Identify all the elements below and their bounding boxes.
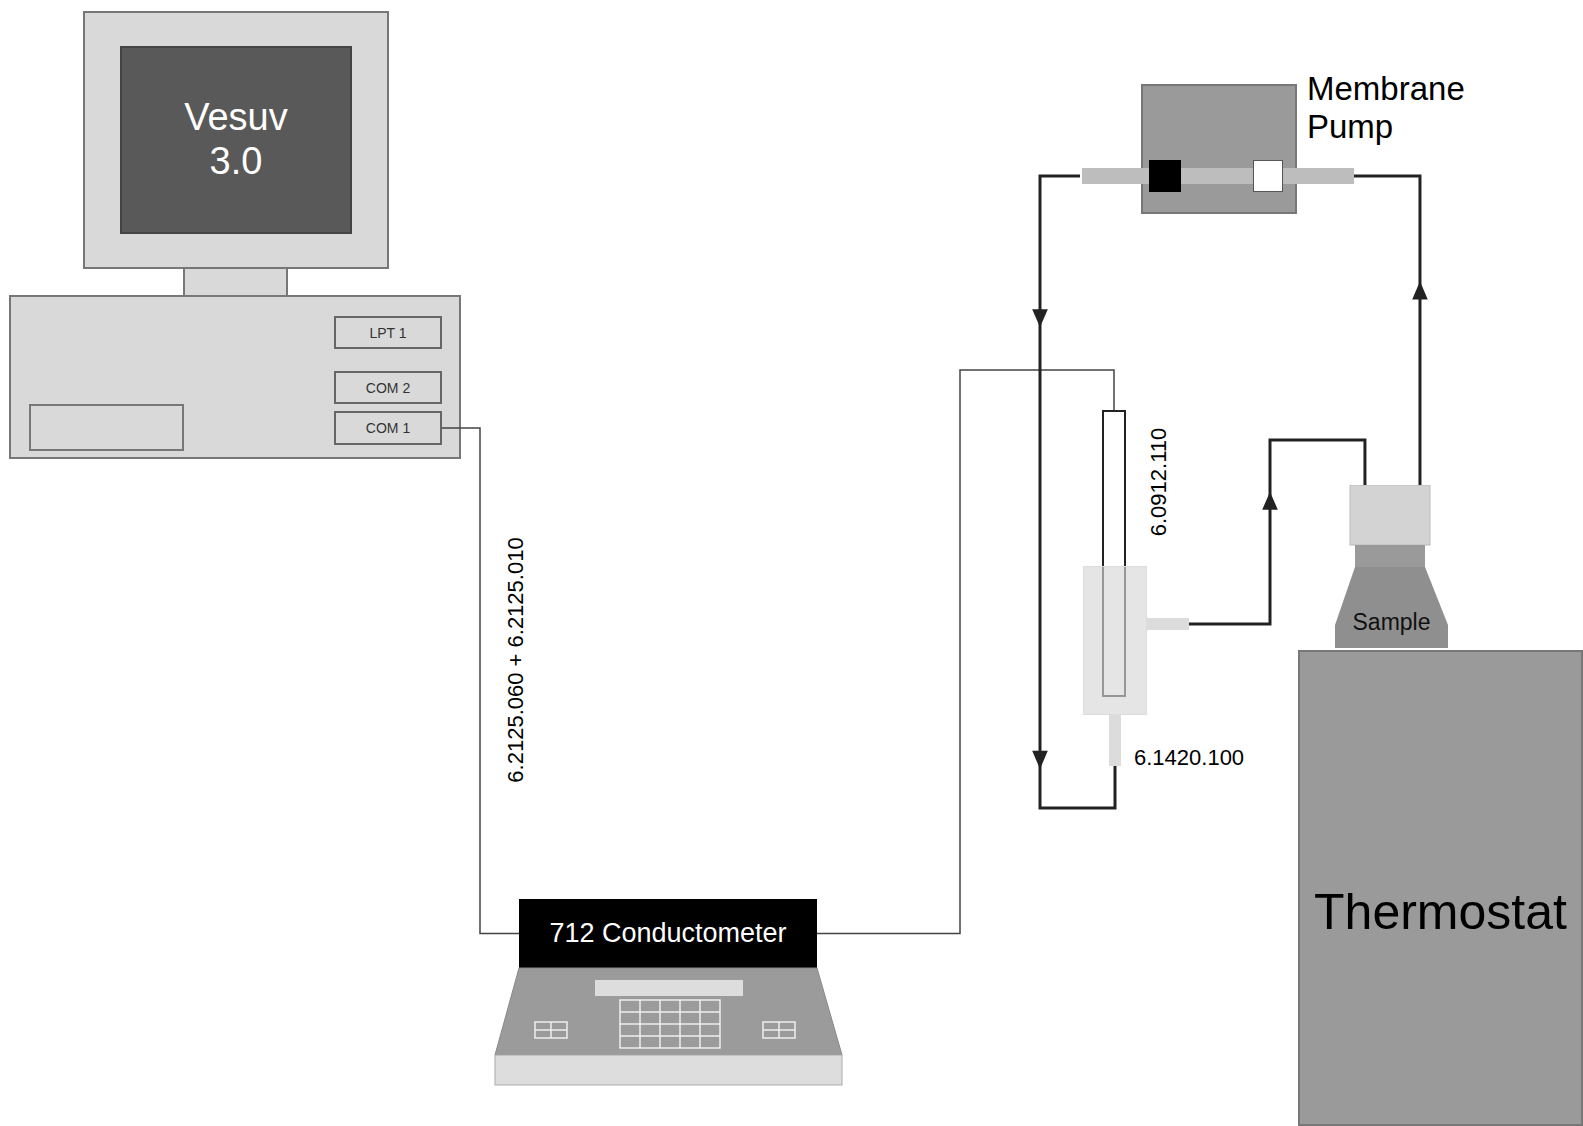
port-box: COM 1 (334, 411, 442, 445)
monitor-frame (84, 12, 388, 268)
arrow-head (1262, 492, 1278, 510)
node-label: 6.1420.100 (1134, 745, 1244, 770)
electrode-cable-line (817, 370, 1114, 934)
flow-cell-inlet (1109, 715, 1121, 766)
port-box: LPT 1 (334, 316, 442, 349)
sample-vessel: Sample (1335, 485, 1448, 648)
electrode-cable (817, 370, 1114, 934)
port-box: COM 2 (334, 371, 442, 404)
software-screen: Vesuv 3.0 (120, 46, 352, 234)
tube-line (1188, 440, 1365, 624)
conductometer: 712 Conductometer (519, 899, 817, 968)
node-label: LPT 1 (369, 324, 406, 340)
arrow-head (1032, 309, 1048, 327)
keyboard-illustration (495, 968, 842, 1088)
arrow-head (1032, 751, 1048, 769)
node-label: Sample (1335, 609, 1448, 635)
flow-cell: 6.1420.100 (1083, 566, 1147, 715)
node-label: COM 2 (366, 379, 410, 395)
node-label: Thermostat (1300, 884, 1581, 942)
pump-valve (1149, 160, 1181, 192)
cable-part-number: 6.2125.060 + 6.2125.010 (503, 535, 529, 784)
node-label: 712 Conductometer (549, 918, 786, 949)
node-label: COM 1 (366, 420, 410, 436)
node-label: Vesuv 3.0 (174, 96, 299, 183)
monitor-neck (184, 268, 287, 296)
thermostat: Thermostat (1298, 650, 1583, 1126)
membrane-pump: Membrane Pump (1141, 84, 1297, 214)
computer-case (10, 296, 460, 458)
flow-cell-outlet (1147, 618, 1189, 630)
pump-tube (1082, 168, 1354, 184)
node-label: Membrane Pump (1307, 70, 1477, 146)
drive-slot (30, 405, 183, 450)
node-label: 6.0912.110 (1146, 428, 1171, 536)
tube (1188, 440, 1365, 624)
arrow-head (1412, 281, 1428, 299)
pump-valve (1253, 160, 1283, 192)
